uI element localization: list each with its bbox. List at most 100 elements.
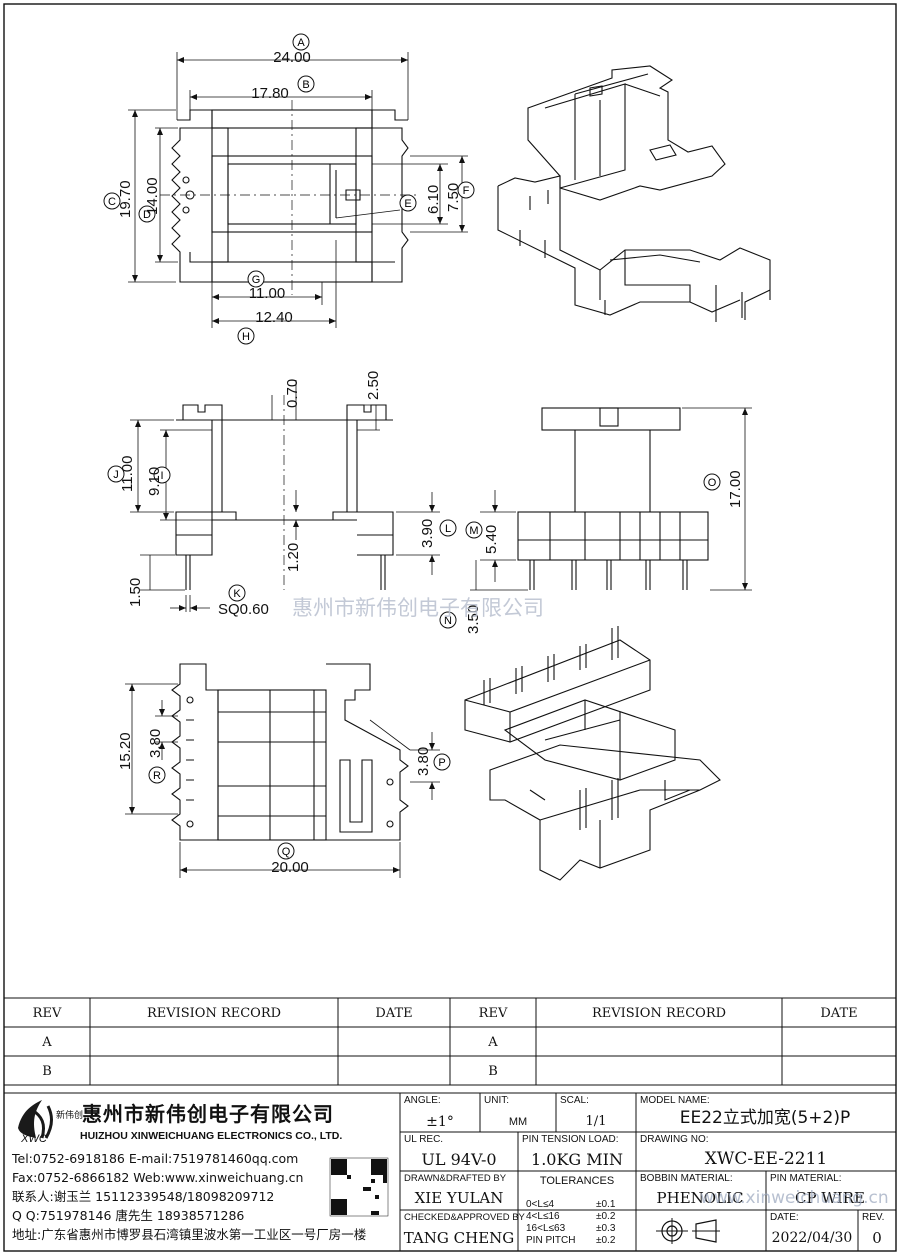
tolerances-label: TOLERANCES [539,1175,615,1187]
side-view-dims [470,407,752,591]
dim-f: 7.50 [445,182,462,212]
projection-symbol-icon [656,1218,720,1244]
label-a: A [297,37,305,49]
dim-q: 20.00 [271,859,309,876]
rev-header-2: REV [478,1006,508,1021]
dim-o: 17.00 [727,470,744,508]
tol-4: PIN PITCH [526,1235,576,1246]
tol-1: 0<L≤4 [526,1199,555,1210]
model-name-label: MODEL NAME: [640,1095,710,1106]
label-circle-o [703,473,721,491]
model-name-value: EE22立式加宽(5+2)P [679,1108,851,1128]
label-f: F [463,185,470,197]
logo-cn-text: 新伟创 [56,1109,83,1120]
date-header-2: DATE [820,1006,858,1021]
label-p: P [438,757,445,769]
rev-value: 0 [872,1229,882,1247]
rev-row-b-right: B [488,1064,498,1079]
qr-code [329,1157,389,1217]
label-circle-h [237,327,255,345]
label-circle-b [297,75,315,93]
checked-by-value: TANG CHENG [403,1229,515,1247]
dim-1-20: 1.20 [285,542,302,572]
rev-header-1: REV [32,1006,62,1021]
label-circle-i [153,466,171,484]
rev-label: REV. [862,1212,885,1223]
label-circle-j [107,465,125,483]
checked-by-label: CHECKED&APPROVED BY [404,1212,525,1223]
label-h: H [242,331,250,343]
top-view-dims [128,52,468,328]
label-o: O [708,477,717,489]
angle-label: ANGLE: [404,1095,441,1106]
label-circle-n [439,611,457,629]
tol-2-value: ±0.2 [596,1211,616,1222]
dim-h: 12.40 [255,309,293,326]
dim-r: 3.80 [147,728,164,758]
label-circle-e [399,194,417,212]
label-circle-d [138,205,156,223]
label-circle-k [228,584,246,602]
label-l: L [445,523,451,535]
bobbin-material-value: PHENOLIC [656,1189,744,1207]
pin-tension-label: PIN TENSION LOAD: [522,1134,619,1145]
dim-c: 19.70 [117,180,134,218]
ul-rec-label: UL REC. [404,1134,444,1145]
label-d: D [143,209,151,221]
angle-value: ±1° [426,1114,454,1130]
label-e: E [404,198,411,210]
pin-material-label: PIN MATERIAL: [770,1173,842,1184]
dim-i: 9.10 [146,466,163,496]
drawn-by-value: XIE YULAN [414,1189,504,1207]
dim-m: 5.40 [483,524,500,554]
label-circle-p [433,753,451,771]
scale-label: SCAL: [560,1095,589,1106]
label-i: I [160,470,163,482]
scale-value: 1/1 [585,1114,607,1129]
tol-4-value: ±0.2 [596,1235,616,1246]
label-b: B [302,79,309,91]
watermark-url: www.xinweichuang.cn [700,1188,889,1208]
company-contact: 联系人:谢玉兰 15112339548/18098209712 [12,1189,275,1204]
rev-row-a-right: A [488,1035,498,1050]
dim-15-20: 15.20 [117,732,134,770]
pin-material-value: CP WIRE [795,1189,865,1207]
title-block-grid [4,1092,896,1251]
rev-row-b-left: B [42,1064,52,1079]
company-address: 地址:广东省惠州市博罗县石湾镇里波水第一工业区一号厂房一楼 [12,1227,367,1242]
date-header-1: DATE [375,1006,413,1021]
label-circle-l [439,519,457,537]
dim-2-50: 2.50 [365,370,382,400]
label-m: M [469,525,478,537]
dim-a: 24.00 [273,49,311,66]
label-circle-g [247,270,265,288]
iso-view-top [497,65,771,322]
dim-b: 17.80 [251,85,289,102]
drawing-no-value: XWC-EE-2211 [704,1149,828,1169]
revision-table-grid [4,997,896,1086]
company-name-cn: 惠州市新伟创电子有限公司 [82,1102,334,1126]
label-circle-r [148,766,166,784]
bobbin-material-label: BOBBIN MATERIAL: [640,1173,733,1184]
bottom-view [171,663,409,841]
tol-1-value: ±0.1 [596,1199,616,1210]
label-r: R [153,770,161,782]
label-n: N [444,615,452,627]
bottom-view-dims [125,683,440,878]
unit-value: MM [508,1116,528,1128]
label-g: G [252,274,261,286]
top-view [171,109,409,283]
iso-view-bottom [464,626,721,881]
sheet-border [3,3,897,1252]
company-fax: Fax:0752-6866182 Web:www.xinweichuang.cn [12,1170,304,1185]
label-j: J [113,469,119,481]
dim-p: 3.80 [415,746,432,776]
revision-record-header-1: REVISION RECORD [146,1006,282,1021]
label-c: C [108,196,116,208]
company-logo: 新伟创 XWC [18,1100,83,1145]
tol-3: 16<L≤63 [526,1223,566,1234]
side-view [517,407,709,590]
drawing-no-label: DRAWING NO: [640,1134,709,1145]
